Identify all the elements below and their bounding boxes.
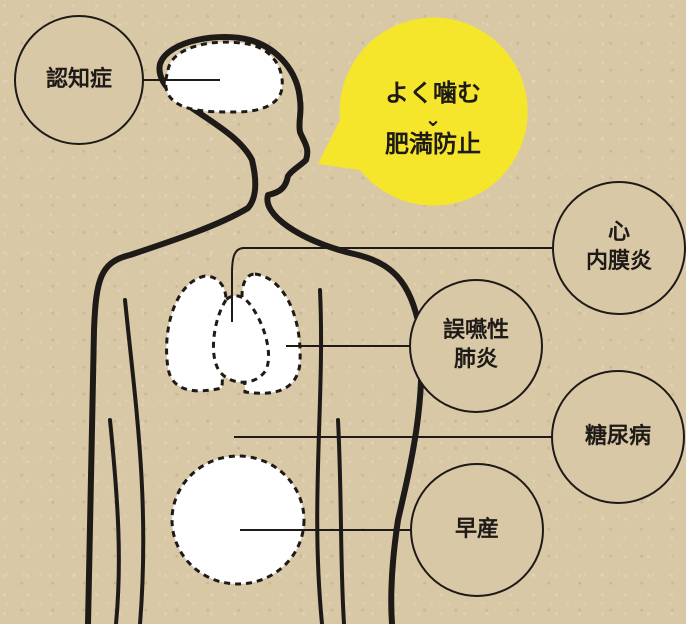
uterus-shape (170, 454, 306, 586)
heart-shape (212, 294, 271, 384)
speech-text: よく噛む ⌄ 肥満防止 (348, 44, 518, 194)
leader-endocarditis (231, 247, 553, 322)
left-inner-arm-line-2 (108, 418, 121, 624)
speech-line-obesity: 肥満防止 (385, 130, 481, 158)
left-inner-arm-line (123, 298, 146, 624)
body-outline (85, 34, 425, 624)
label-premature-birth: 早産 (411, 500, 543, 560)
label-dementia: 認知症 (15, 50, 143, 110)
endocarditis-text-2: 内膜炎 (585, 249, 652, 274)
dementia-text: 認知症 (45, 66, 112, 92)
right-inner-arm-line (315, 288, 324, 624)
chevron-down-icon: ⌄ (424, 107, 442, 131)
dementia-circle (14, 15, 144, 145)
diabetes-text: 糖尿病 (584, 423, 651, 449)
endocarditis-circle (552, 181, 686, 315)
pneumonia-circle (409, 279, 543, 413)
left-lung-shape (165, 274, 228, 393)
label-aspiration-pneumonia: 誤嚥性 肺炎 (410, 308, 542, 384)
pneumonia-text-2: 肺炎 (453, 347, 498, 372)
speech-line-chew: よく噛む (385, 79, 481, 108)
diabetes-circle (551, 370, 685, 504)
speech-bubble (318, 17, 528, 206)
brain-shape (164, 40, 284, 114)
label-diabetes: 糖尿病 (552, 407, 684, 467)
label-endocarditis: 心 内膜炎 (553, 210, 685, 286)
right-inner-arm-line-2 (336, 418, 346, 624)
premature-birth-text: 早産 (454, 516, 499, 542)
endocarditis-text-1: 心 (607, 220, 630, 246)
pneumonia-text-1: 誤嚥性 (442, 318, 509, 344)
premature-birth-circle (410, 463, 544, 597)
